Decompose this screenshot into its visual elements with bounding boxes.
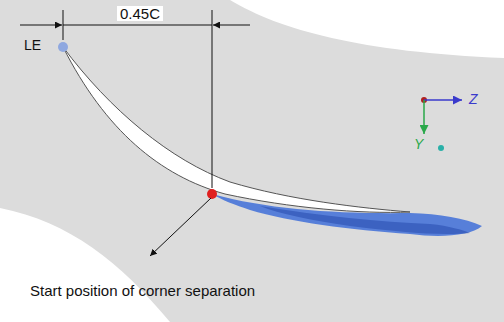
extension-line — [212, 10, 213, 188]
passage-upper-wall — [230, 0, 504, 58]
y-axis-arrow — [423, 100, 425, 134]
reference-dot — [438, 145, 444, 151]
leader-line — [150, 198, 211, 256]
axis-label: Z — [469, 92, 478, 106]
callout-text: Start position of corner separation — [30, 283, 255, 298]
leading-edge-label: LE — [24, 38, 41, 52]
separation-start-point — [207, 189, 217, 199]
blade-profile — [63, 47, 410, 212]
corner-separation-region — [212, 194, 482, 236]
z-axis-arrow — [424, 99, 462, 101]
axis-label: Y — [414, 137, 423, 151]
dimension-label: 0.45C — [117, 6, 163, 21]
leading-edge-marker — [58, 42, 68, 52]
dimension-line — [20, 25, 62, 26]
dimension-line — [213, 25, 250, 26]
dimension-line — [63, 25, 212, 26]
